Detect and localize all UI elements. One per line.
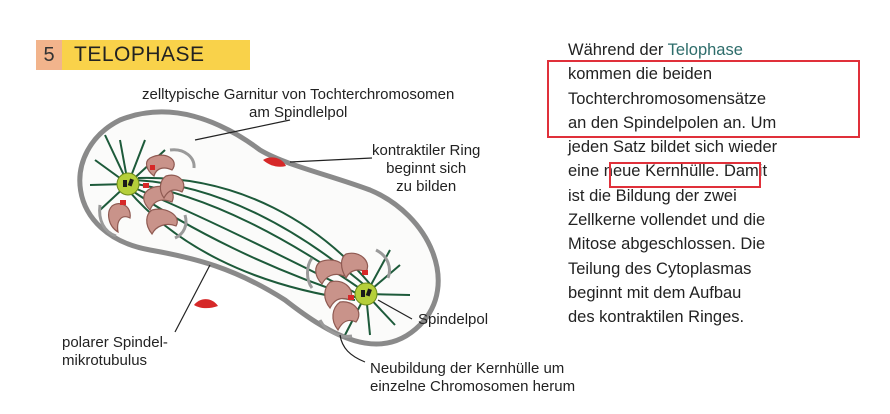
label-envelope-line2: einzelne Chromosomen herum [370,378,576,395]
spindle-pole-left [116,172,140,196]
label-polar-microtubule: polarer Spindel- mikrotubulus [62,334,168,370]
label-contractile-ring: kontraktiler Ring beginnt sich zu bilden [372,142,480,196]
para-line-3: Tochterchromosomensätze [568,89,767,108]
label-chromosomes-line1: zelltypische Garnitur von Tochterchromos… [142,86,455,103]
para-line-5: jeden Satz bildet sich wieder [568,138,778,157]
nuclear-envelope-left [98,148,196,240]
chromosomes-left [108,154,185,236]
para-line-1a: Während der [568,41,668,59]
contractile-ring-lower [194,299,218,309]
label-ring-line3: zu bilden [396,178,457,195]
chromosomes-right [315,252,369,332]
para-line-6c: Damit [719,162,768,181]
para-line-4: an den Spindelpolen an. Um [568,113,777,132]
para-line-2: kommen die beiden [568,65,713,84]
highlight-box-nuclear-envelope [609,162,761,188]
highlight-box-chromosome-sets [547,60,860,138]
para-line-11: beginnt mit dem Aufbau [568,283,742,302]
para-line-10: Teilung des Cytoplasmas [568,259,752,278]
para-line-8: Zellkerne vollendet und die [568,211,766,230]
label-ring-line2: beginnt sich [386,160,467,177]
description-paragraph: Während der Telophase kommen die beiden … [568,38,777,330]
label-chromosomes-line2: am Spindlelpol [248,104,348,121]
para-line-12: des kontraktilen Ringes. [568,308,745,327]
label-polar-line2: mikrotubulus [62,352,148,369]
section-title: TELOPHASE [62,40,250,70]
leader-lines [174,119,413,363]
section-number: 5 [36,40,62,70]
label-nuclear-envelope: Neubildung der Kernhülle um einzelne Chr… [370,360,575,396]
para-line-6a: eine [568,162,604,181]
spindle-pole-right [354,282,378,306]
label-spindle-pole: Spindelpol [418,311,489,328]
term-telophase: Telophase [667,41,743,59]
label-polar-line1: polarer Spindel- [62,334,168,351]
label-chromosomes: zelltypische Garnitur von Tochterchromos… [142,86,454,122]
nuclear-envelope-right [306,248,391,338]
para-line-6: eine neue Kernhülle. Damit [568,159,777,183]
para-line-1: Während der Telophase [568,38,777,62]
label-envelope-line1: Neubildung der Kernhülle um [370,360,565,377]
para-line-7: ist die Bildung der zwei [568,186,737,205]
para-line-9: Mitose abgeschlossen. Die [568,235,766,254]
term-new-nuclear-envelope: neue Kernhülle. [603,162,720,181]
contractile-ring-upper [263,157,286,167]
label-ring-line1: kontraktiler Ring [372,142,481,159]
